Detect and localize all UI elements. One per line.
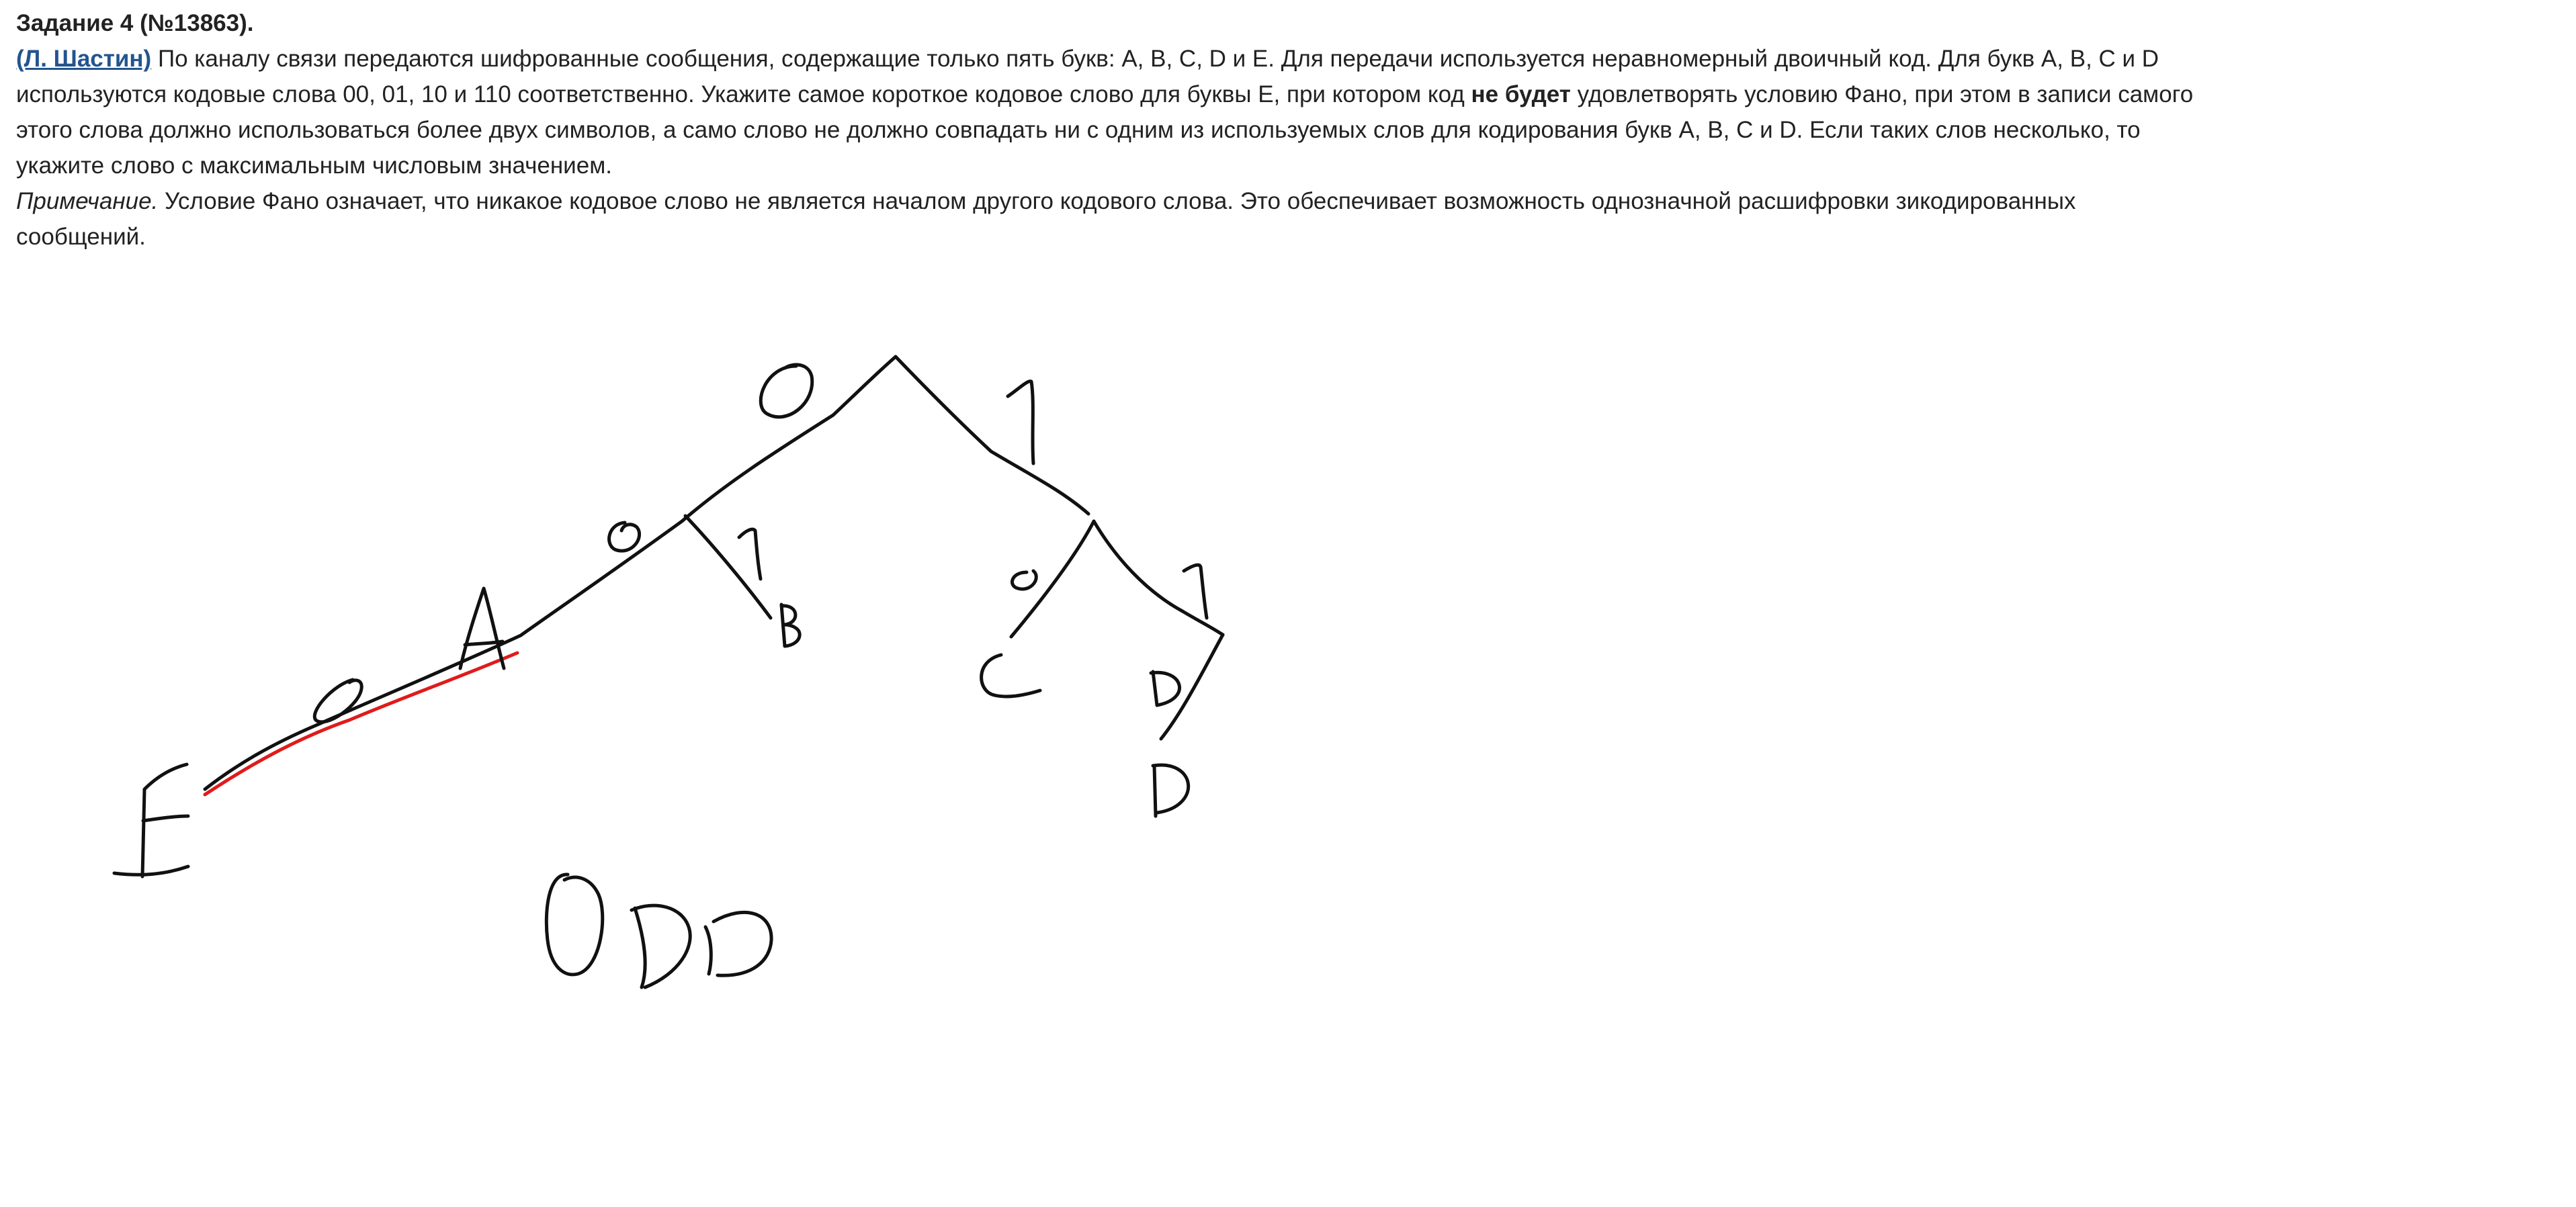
red-highlight-edge (203, 651, 519, 797)
digit-0-a-e (312, 678, 363, 724)
note-label: Примечание. (16, 188, 159, 214)
digit-1-root-right (1006, 379, 1035, 465)
task-statement: (Л. Шастин) По каналу связи передаются ш… (16, 41, 2206, 183)
letter-b (779, 602, 802, 648)
letter-c (980, 653, 1042, 699)
letter-a (458, 586, 506, 670)
answer-letter-d1 (630, 903, 692, 989)
task-title-text: Задание 4 (№13863). (16, 10, 254, 36)
task-text-part2: удовлетворять условию Фано, при этом в з… (16, 81, 2194, 179)
tree-edge-root-right (894, 355, 1090, 516)
task-text-bold: не будет (1471, 81, 1571, 107)
task-note: Примечание. Условие Фано означает, что н… (16, 183, 2206, 255)
letter-d-upper (1149, 670, 1181, 707)
letter-e (112, 762, 190, 879)
digit-0-right (1011, 569, 1038, 591)
note-text: Условие Фано означает, что никакое кодов… (16, 188, 2076, 250)
task-text-part1: По каналу связи передаются шифрованные с… (16, 46, 2159, 107)
digit-1-right (1182, 563, 1209, 620)
tree-edge-1-to-d (1092, 519, 1225, 637)
digit-0-left-mid (607, 521, 642, 553)
tree-edge-root-left (519, 355, 898, 637)
digit-0-root-left (759, 363, 814, 419)
tree-edge-11-down (1159, 633, 1225, 741)
task-block: Задание 4 (№13863). (Л. Шастин) По канал… (16, 5, 2206, 255)
digit-1-left-mid (737, 527, 763, 581)
tree-edge-1-to-c (1009, 519, 1096, 639)
answer-letter-d2 (703, 910, 773, 977)
letter-d-lower (1151, 763, 1191, 818)
answer-letter-o (544, 873, 605, 977)
author-link[interactable]: (Л. Шастин) (16, 46, 152, 72)
task-title: Задание 4 (№13863). (16, 5, 2206, 41)
tree-edge-0-to-b (683, 514, 773, 620)
